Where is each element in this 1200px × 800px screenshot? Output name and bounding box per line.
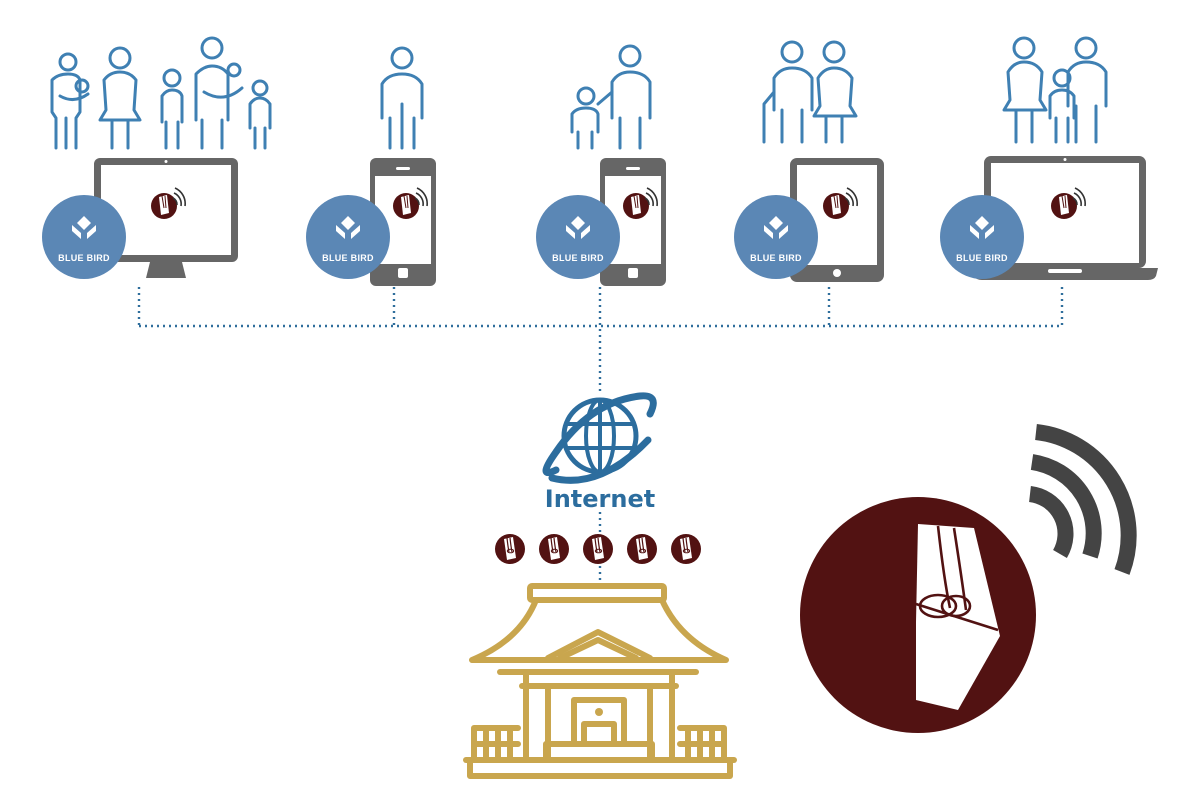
connector-lines [137,287,1064,590]
omamori-amulet-icon [582,533,614,565]
family-of-three-icon [1002,36,1108,144]
blue-bird-badge: BLUE BIRD [42,195,126,279]
internet-node: Internet [542,392,657,513]
globe-icon [542,392,657,484]
shrine-amulet-row [494,533,702,565]
omamori-amulet-icon [670,533,702,565]
blue-bird-label: BLUE BIRD [58,253,110,263]
blue-bird-badge: BLUE BIRD [306,195,390,279]
omamori-amulet-icon [800,497,1036,733]
desktop-monitor-icon [94,158,238,278]
shrine-icon [463,583,737,779]
node-family-desktop: BLUE BIRD [42,36,272,279]
blue-bird-badge: BLUE BIRD [536,195,620,279]
omamori-amulet-icon [494,533,526,565]
elderly-couple-icon [762,40,858,144]
blue-bird-label: BLUE BIRD [956,253,1008,263]
omamori-amulet-icon [538,533,570,565]
wireless-signal-icon [1028,424,1137,575]
blue-bird-badge: BLUE BIRD [734,195,818,279]
internet-label: Internet [545,485,655,513]
node-family-laptop: BLUE BIRD [940,36,1158,280]
blue-bird-label: BLUE BIRD [552,253,604,263]
laptop-icon [972,156,1158,280]
node-single-phone: BLUE BIRD [306,46,436,286]
node-parent-child-phone: BLUE BIRD [536,44,666,286]
family-group-icon [50,36,272,150]
omamori-amulet-icon [626,533,658,565]
blue-bird-label: BLUE BIRD [322,253,374,263]
blue-bird-label: BLUE BIRD [750,253,802,263]
blue-bird-badge: BLUE BIRD [940,195,1024,279]
node-elderly-couple-tablet: BLUE BIRD [734,40,884,282]
parent-child-icon [570,44,652,150]
single-person-icon [380,46,424,150]
